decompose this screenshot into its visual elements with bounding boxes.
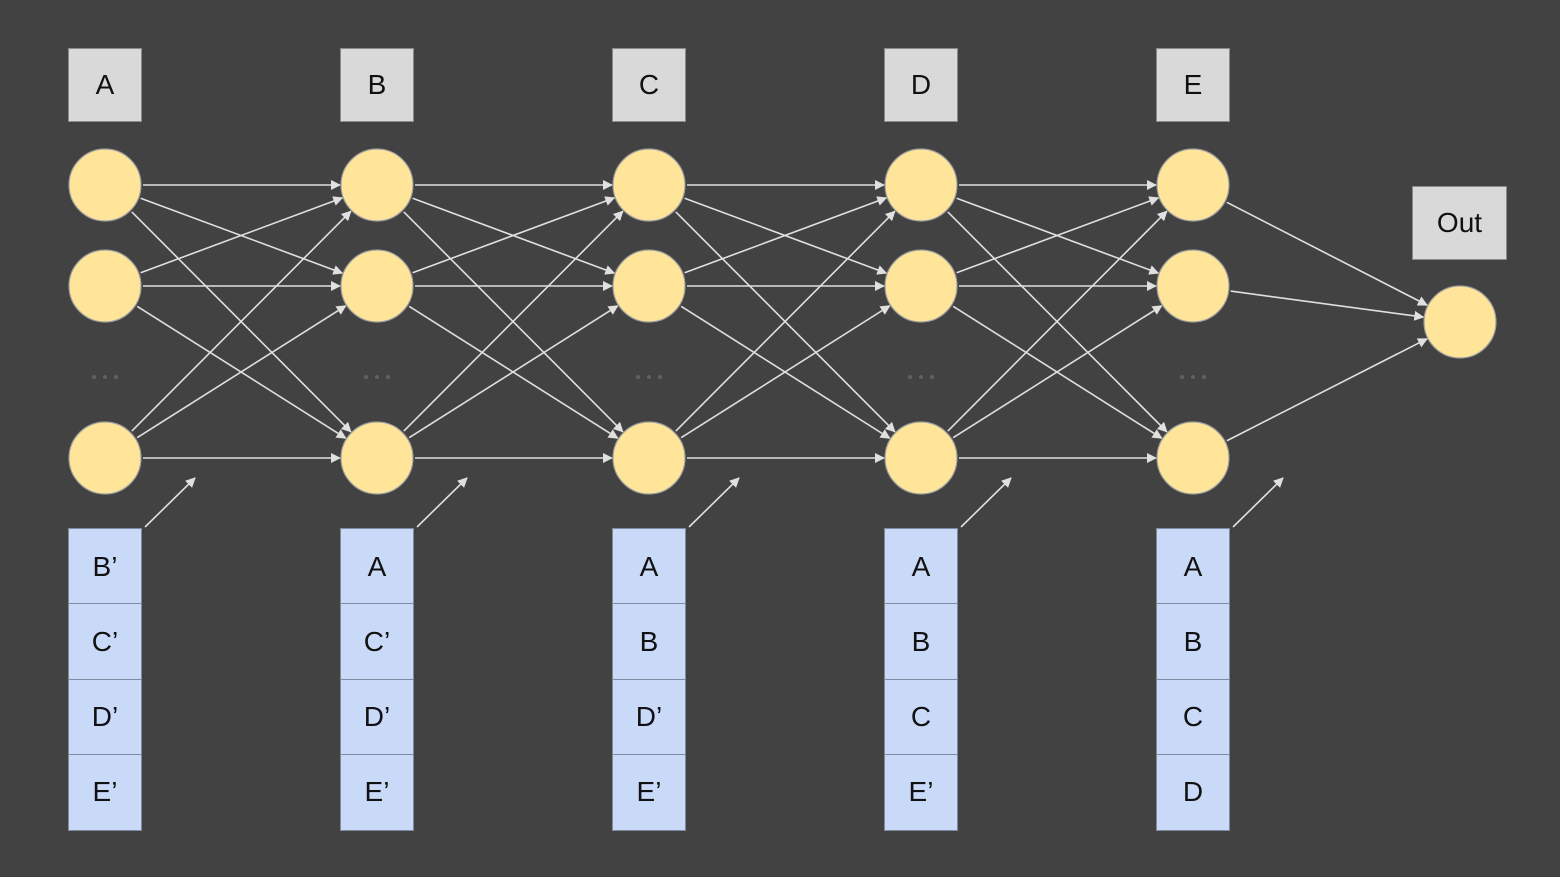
- edge-3-2-to-4-0: [947, 210, 1168, 432]
- ellipsis-dot-2-0: [636, 375, 640, 379]
- node-layer-3-2: [884, 421, 958, 495]
- edge-3-2-to-4-1: [952, 305, 1163, 439]
- edge-0-2-to-1-1: [136, 305, 347, 439]
- edge-2-2-to-3-1: [680, 305, 891, 439]
- ellipsis-dot-0-0: [92, 375, 96, 379]
- edge-group: [131, 180, 1428, 528]
- input-cell-2-2: D’: [612, 678, 686, 756]
- input-cell-2-0: A: [612, 528, 686, 605]
- layer-label-4: E: [1156, 48, 1230, 122]
- ellipsis-dot-2-1: [647, 375, 651, 379]
- node-layer-1-2: [340, 421, 414, 495]
- ellipsis-dot-1-1: [375, 375, 379, 379]
- node-layer-3-1: [884, 249, 958, 323]
- input-cell-0-2: D’: [68, 678, 142, 756]
- ellipsis-dot-1-0: [364, 375, 368, 379]
- input-arrow-0: [144, 477, 196, 528]
- input-cell-0-3: E’: [68, 753, 142, 831]
- edge-1-2-to-2-0: [403, 210, 624, 432]
- input-arrow-1: [416, 477, 468, 528]
- input-cell-1-2: D’: [340, 678, 414, 756]
- ellipsis-dot-0-2: [114, 375, 118, 379]
- node-layer-2-0: [612, 148, 686, 222]
- input-cell-3-0: A: [884, 528, 958, 605]
- input-cell-3-3: E’: [884, 753, 958, 831]
- ellipsis-dot-1-2: [386, 375, 390, 379]
- input-cell-4-1: B: [1156, 603, 1230, 681]
- ellipsis-dot-3-2: [930, 375, 934, 379]
- input-cell-4-2: C: [1156, 678, 1230, 756]
- input-cell-4-3: D: [1156, 753, 1230, 831]
- input-cell-1-1: C’: [340, 603, 414, 681]
- output-label: Out: [1412, 186, 1507, 260]
- input-cell-1-0: A: [340, 528, 414, 605]
- input-arrow-3: [960, 477, 1012, 528]
- layer-label-3: D: [884, 48, 958, 122]
- edge-0-1-to-1-0: [140, 196, 344, 274]
- ellipsis-dot-3-1: [919, 375, 923, 379]
- ellipsis-dot-2-2: [658, 375, 662, 379]
- edge-2-2-to-3-0: [675, 210, 896, 432]
- input-cell-4-0: A: [1156, 528, 1230, 605]
- node-layer-0-2: [68, 421, 142, 495]
- edge-3-1-to-4-0: [956, 196, 1160, 274]
- input-arrow-4: [1232, 477, 1284, 528]
- ellipsis-group: [92, 375, 1206, 379]
- node-group: [68, 148, 1497, 495]
- ellipsis-dot-4-1: [1191, 375, 1195, 379]
- edge-0-2-to-1-0: [131, 210, 352, 432]
- input-cell-0-0: B’: [68, 528, 142, 605]
- ellipsis-dot-4-2: [1202, 375, 1206, 379]
- edge-out-2: [1226, 338, 1428, 442]
- node-layer-2-2: [612, 421, 686, 495]
- input-cell-3-1: B: [884, 603, 958, 681]
- ellipsis-dot-0-1: [103, 375, 107, 379]
- node-layer-3-0: [884, 148, 958, 222]
- node-layer-4-0: [1156, 148, 1230, 222]
- layer-label-0: A: [68, 48, 142, 122]
- ellipsis-dot-4-0: [1180, 375, 1184, 379]
- node-layer-1-0: [340, 148, 414, 222]
- edge-2-1-to-3-0: [684, 196, 888, 274]
- ellipsis-dot-3-0: [908, 375, 912, 379]
- input-cell-0-1: C’: [68, 603, 142, 681]
- edge-1-1-to-2-0: [412, 196, 616, 274]
- input-cell-3-2: C: [884, 678, 958, 756]
- layer-label-1: B: [340, 48, 414, 122]
- input-cell-2-1: B: [612, 603, 686, 681]
- node-layer-4-1: [1156, 249, 1230, 323]
- node-layer-2-1: [612, 249, 686, 323]
- input-cell-1-3: E’: [340, 753, 414, 831]
- node-layer-1-1: [340, 249, 414, 323]
- node-layer-0-1: [68, 249, 142, 323]
- output-node: [1423, 285, 1497, 359]
- input-cell-2-3: E’: [612, 753, 686, 831]
- layer-label-2: C: [612, 48, 686, 122]
- edge-1-2-to-2-1: [408, 305, 619, 439]
- input-arrow-2: [688, 477, 740, 528]
- edge-out-1: [1230, 290, 1425, 321]
- node-layer-4-2: [1156, 421, 1230, 495]
- node-layer-0-0: [68, 148, 142, 222]
- edge-out-0: [1226, 201, 1428, 306]
